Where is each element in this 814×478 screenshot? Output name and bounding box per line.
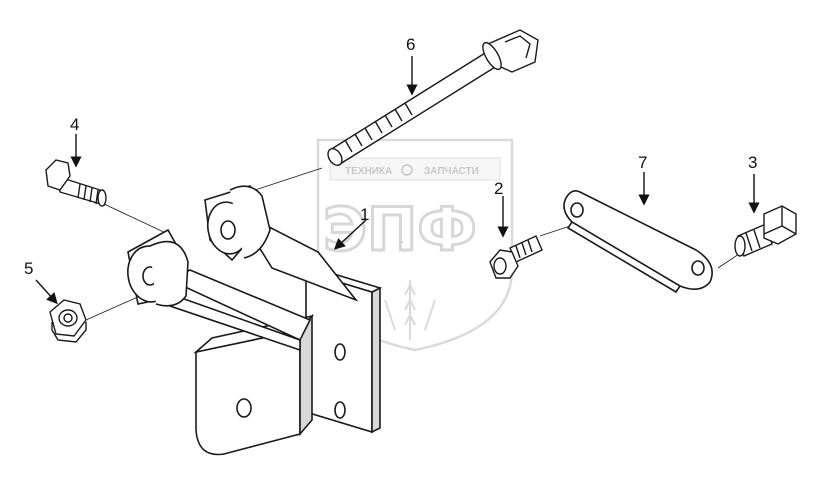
callout-6: 6 xyxy=(406,35,415,54)
callout-4: 4 xyxy=(70,115,79,134)
watermark: ТЕХНИКА ЗАПЧАСТИ ЭПФ - xyxy=(316,138,514,352)
bolt-part-2 xyxy=(489,235,543,279)
bracket-assembly-part-1 xyxy=(127,185,383,456)
watermark-logo: ЭПФ xyxy=(323,195,477,265)
wheat-icon xyxy=(384,280,436,340)
callout-2: 2 xyxy=(494,179,503,198)
callout-arrows xyxy=(35,56,760,305)
callout-1: 1 xyxy=(360,205,369,224)
callout-7: 7 xyxy=(638,153,647,172)
watermark-center-mark: - xyxy=(400,237,403,248)
callout-3: 3 xyxy=(748,153,757,172)
assembly-lines xyxy=(85,167,749,321)
long-bolt-part-6 xyxy=(327,29,539,166)
bolt-part-4 xyxy=(45,159,107,207)
callout-5: 5 xyxy=(24,259,33,278)
link-plate-part-7 xyxy=(563,190,713,294)
watermark-right-word: ЗАПЧАСТИ xyxy=(424,166,479,177)
nut-part-5 xyxy=(49,299,87,343)
watermark-left-word: ТЕХНИКА xyxy=(345,166,392,177)
bolt-part-3 xyxy=(734,205,797,257)
